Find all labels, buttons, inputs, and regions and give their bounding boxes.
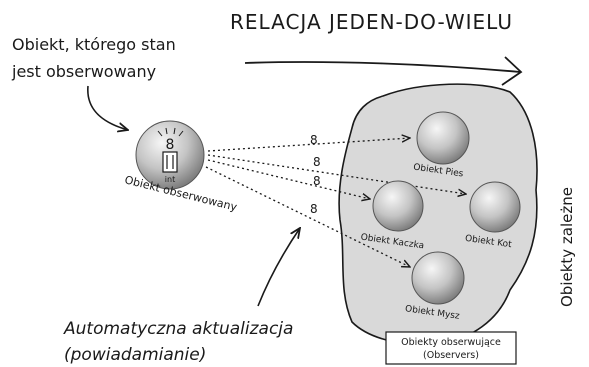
update-caption-arrow (258, 228, 300, 306)
update-caption-line2: (powiadamianie) (64, 345, 206, 365)
update-value: 8 (313, 155, 321, 169)
diagram-title: RELACJA JEDEN-DO-WIELU (230, 10, 513, 34)
observers-box-line1: Obiekty obserwujące (401, 337, 501, 348)
subject-caption-line2: jest obserwowany (11, 62, 156, 81)
observers-box: Obiekty obserwujące (Observers) (386, 332, 516, 364)
subject-caption-arrow (88, 86, 128, 130)
subject-caption-line1: Obiekt, którego stan (12, 35, 176, 54)
one-to-many-arrow (245, 57, 521, 85)
int-variable-icon (163, 152, 177, 172)
observers-box-line2: (Observers) (423, 350, 479, 361)
subject-value: 8 (166, 137, 175, 153)
update-caption-line1: Automatyczna aktualizacja (63, 319, 293, 339)
update-value: 8 (310, 133, 318, 147)
update-value: 8 (313, 174, 321, 188)
dependents-label: Obiekty zależne (558, 187, 576, 307)
update-value: 8 (310, 202, 318, 216)
